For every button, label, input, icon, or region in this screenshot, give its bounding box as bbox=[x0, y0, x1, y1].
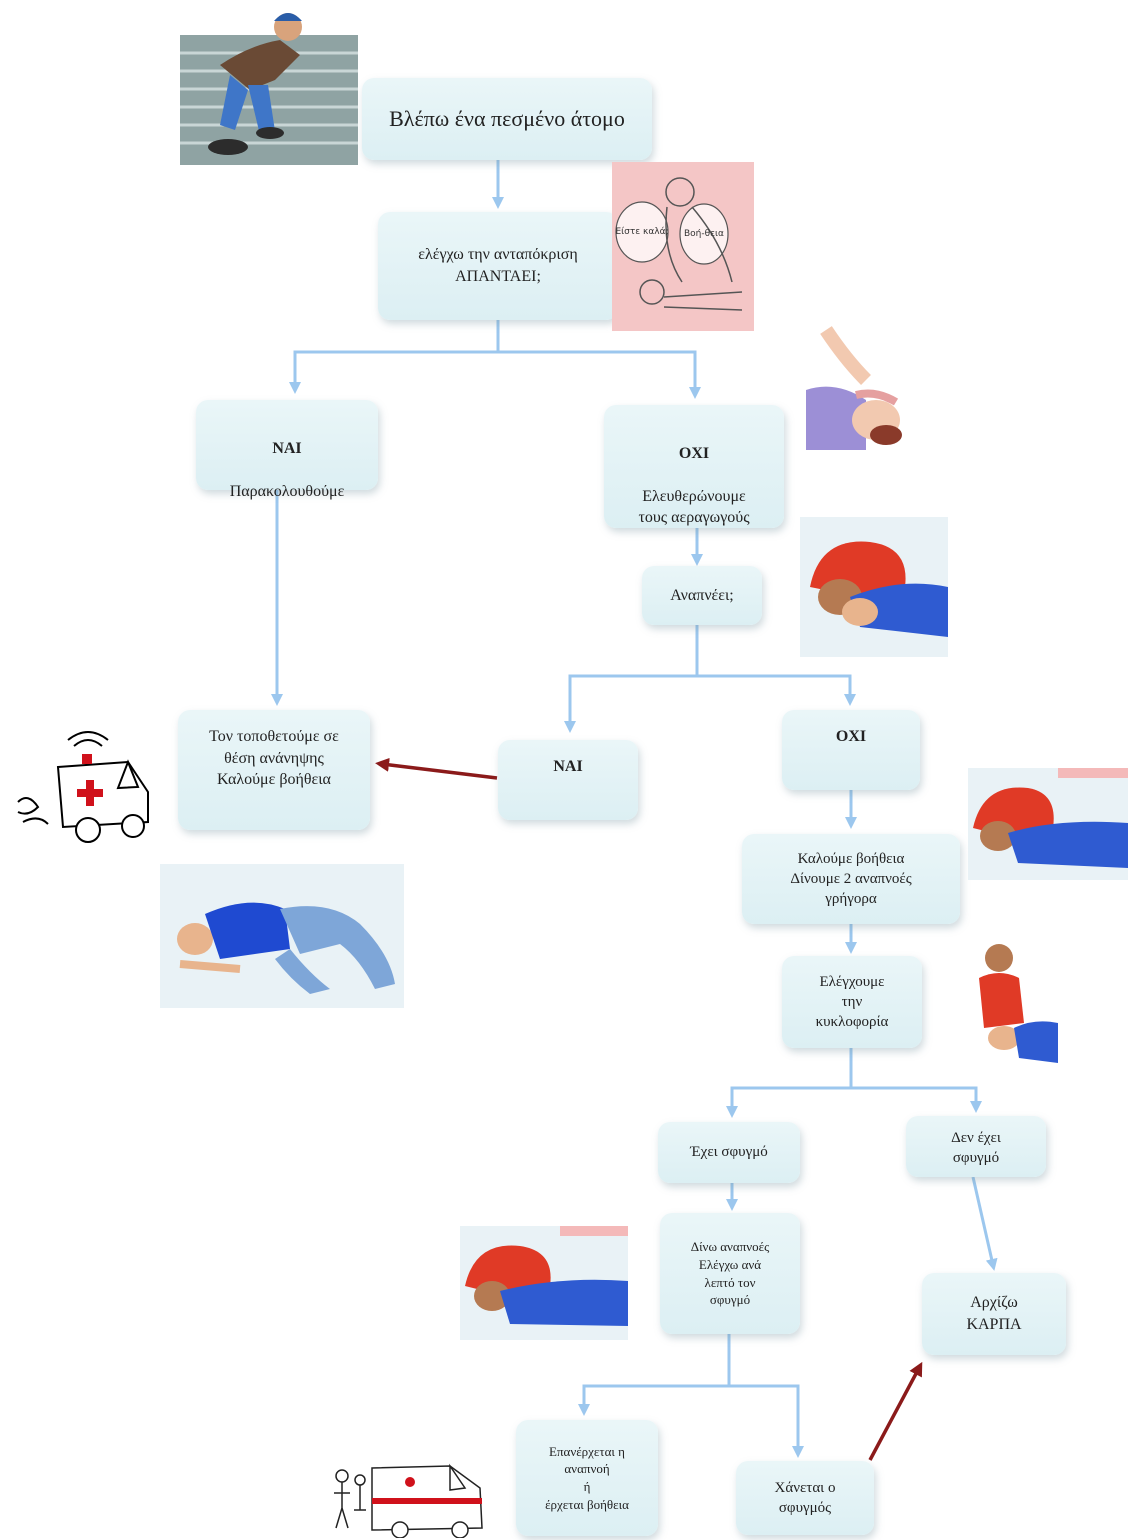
no-breathing-box: ΟΧΙ bbox=[782, 710, 920, 790]
start-cpr-text: Αρχίζω ΚΑΡΠΑ bbox=[966, 1294, 1022, 1333]
yes-breathing-text: ΝΑΙ bbox=[553, 758, 583, 775]
circulation-check-illustration bbox=[974, 938, 1058, 1072]
start-text: Βλέπω ένα πεσμένο άτομο bbox=[389, 106, 625, 132]
ambulance-transport-illustration bbox=[330, 1448, 490, 1538]
yes-breathing-box: ΝΑΙ bbox=[498, 740, 638, 820]
branch-breaths-right bbox=[729, 1384, 804, 1458]
check-bubble-right: Βοή-θεια bbox=[684, 229, 724, 239]
arrow-nopulse-to-cpr bbox=[971, 1176, 998, 1271]
give-breaths-box: Δίνω αναπνοές Ελέγχω ανά λεπτό τον σφυγμ… bbox=[660, 1213, 800, 1334]
breathing-text: Αναπνέει; bbox=[670, 586, 734, 604]
branch-circulation bbox=[726, 1048, 853, 1118]
start-box: Βλέπω ένα πεσμένο άτομο bbox=[362, 78, 652, 160]
recovery-position-text: Τον τοποθετούμε σε θέση ανάνηψης Καλούμε… bbox=[209, 728, 339, 789]
check-response-text: ελέγχω την ανταπόκριση ΑΠΑΝΤΑΕΙ; bbox=[418, 246, 578, 285]
branch-breathing bbox=[564, 625, 699, 733]
branch-breathing-right bbox=[697, 674, 856, 706]
has-pulse-box: Έχει σφυγμό bbox=[658, 1122, 800, 1183]
check-bubble-left: Είστε καλά; bbox=[615, 227, 668, 237]
no-pulse-text: Δεν έχει σφυγμό bbox=[951, 1130, 1001, 1167]
ambulance-icon bbox=[8, 722, 156, 850]
has-pulse-text: Έχει σφυγμό bbox=[690, 1144, 768, 1161]
call-help-box: Καλούμε βοήθεια Δίνουμε 2 αναπνοές γρήγο… bbox=[742, 834, 960, 924]
start-cpr-box: Αρχίζω ΚΑΡΠΑ bbox=[922, 1273, 1066, 1355]
check-response-box: ελέγχω την ανταπόκριση ΑΠΑΝΤΑΕΙ; bbox=[378, 212, 618, 320]
no-airway-box: ΟΧΙ Ελευθερώνουμε τους αεραγωγούς bbox=[604, 405, 784, 528]
fallen-person-illustration bbox=[180, 5, 358, 165]
recovery-position-illustration bbox=[160, 864, 404, 1008]
arrow-pulselost-to-cpr bbox=[868, 1361, 923, 1461]
recovery-position-box: Τον τοποθετούμε σε θέση ανάνηψης Καλούμε… bbox=[178, 710, 370, 830]
no-airway-title: ΟΧΙ bbox=[678, 444, 710, 462]
circulation-box: Ελέγχουμε την κυκλοφορία bbox=[782, 956, 922, 1048]
yes-monitor-title: ΝΑΙ bbox=[272, 439, 302, 457]
yes-monitor-content: ΝΑΙ Παρακολουθούμε bbox=[230, 416, 345, 502]
arrow-yes2-to-recovery bbox=[375, 757, 498, 780]
circulation-text: Ελέγχουμε την κυκλοφορία bbox=[815, 973, 889, 1031]
call-help-text: Καλούμε βοήθεια Δίνουμε 2 αναπνοές γρήγο… bbox=[790, 850, 912, 908]
breaths-illustration bbox=[460, 1226, 628, 1340]
check-breathing-illustration bbox=[800, 517, 948, 657]
no-airway-text: Ελευθερώνουμε τους αεραγωγούς bbox=[638, 487, 750, 527]
no-breathing-text: ΟΧΙ bbox=[835, 728, 867, 745]
yes-monitor-box: ΝΑΙ Παρακολουθούμε bbox=[196, 400, 378, 500]
give-breaths-text: Δίνω αναπνοές Ελέγχω ανά λεπτό τον σφυγμ… bbox=[690, 1239, 770, 1308]
branch-check-right bbox=[498, 350, 701, 399]
pulse-lost-box: Χάνεται ο σφυγμός bbox=[736, 1461, 874, 1535]
no-airway-content: ΟΧΙ Ελευθερώνουμε τους αεραγωγούς bbox=[638, 421, 749, 529]
airway-illustration bbox=[806, 320, 914, 450]
check-response-illustration: Είστε καλά; Βοή-θεια bbox=[612, 162, 754, 331]
branch-check bbox=[289, 320, 500, 394]
branch-breaths bbox=[578, 1334, 731, 1416]
no-pulse-box: Δεν έχει σφυγμό bbox=[906, 1116, 1046, 1177]
yes-monitor-text: Παρακολουθούμε bbox=[229, 482, 345, 500]
breathing-box: Αναπνέει; bbox=[642, 566, 762, 625]
breathing-returns-text: Επανέρχεται η αναπνοή ή έρχεται βοήθεια bbox=[545, 1443, 629, 1512]
branch-circulation-right bbox=[851, 1086, 982, 1113]
pulse-lost-text: Χάνεται ο σφυγμός bbox=[774, 1479, 836, 1516]
rescue-breath-illustration bbox=[968, 768, 1128, 880]
breathing-returns-box: Επανέρχεται η αναπνοή ή έρχεται βοήθεια bbox=[516, 1420, 658, 1536]
